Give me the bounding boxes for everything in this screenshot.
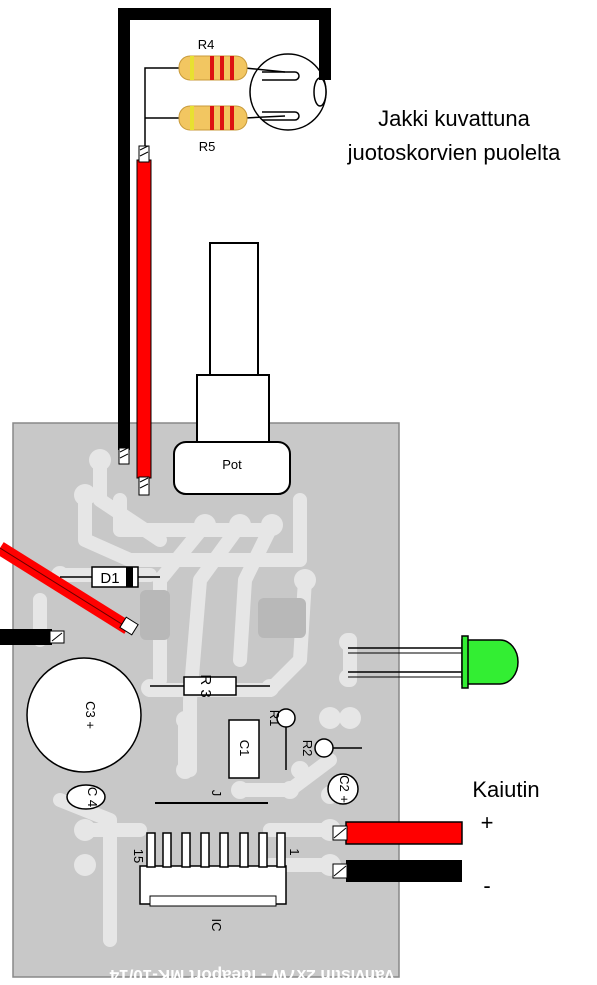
pcb-pads [51, 449, 361, 876]
svg-text:R2: R2 [300, 740, 315, 757]
resistor-r2: R2 [300, 738, 362, 758]
cable-black [118, 8, 331, 450]
svg-text:15: 15 [131, 849, 146, 863]
led-green [348, 635, 519, 689]
audio-jack [249, 53, 327, 131]
svg-text:IC: IC [209, 919, 224, 932]
jumper-j: J [155, 790, 268, 804]
diode-d1: D1 [60, 566, 160, 588]
resistor-r1: R1 [267, 708, 296, 770]
power-wire-black [0, 629, 52, 645]
svg-text:C3 +: C3 + [83, 701, 98, 729]
svg-text:C2 +: C2 + [337, 775, 352, 803]
label-r5: R5 [199, 139, 216, 154]
jack-caption-2: juotoskorvien puolelta [347, 140, 562, 165]
capacitor-c4: C 4 [66, 784, 106, 810]
svg-text:C1: C1 [237, 740, 252, 757]
capacitor-c1: C1 [228, 719, 260, 779]
svg-text:1: 1 [287, 848, 302, 855]
label-r4: R4 [198, 37, 215, 52]
jack-caption-1: Jakki kuvattuna [378, 106, 530, 131]
speaker-wire-red [332, 821, 463, 845]
svg-text:C 4: C 4 [85, 787, 100, 807]
speaker-plus: + [481, 810, 494, 835]
resistor-r4: R4 [178, 37, 248, 81]
capacitor-c2: C2 + [327, 773, 359, 805]
potentiometer: Pot [173, 242, 291, 495]
speaker-wire-black [332, 860, 462, 882]
svg-text:R1: R1 [267, 710, 282, 727]
cable-red [136, 159, 152, 479]
svg-text:R 3: R 3 [197, 674, 214, 697]
svg-text:D1: D1 [100, 570, 119, 587]
speaker-minus: - [483, 873, 490, 898]
resistor-r3: R 3 [150, 674, 270, 698]
resistor-r5: R5 [178, 105, 248, 154]
speaker-label: Kaiutin [472, 777, 539, 802]
pot-label: Pot [222, 457, 242, 472]
svg-text:J: J [209, 790, 224, 797]
ic-chip: 15 1 IC [131, 832, 302, 932]
pcb-footer: Vahvistin 2x7W - Ideaport MK-10/14 [109, 966, 395, 985]
capacitor-c3: C3 + [26, 657, 142, 773]
